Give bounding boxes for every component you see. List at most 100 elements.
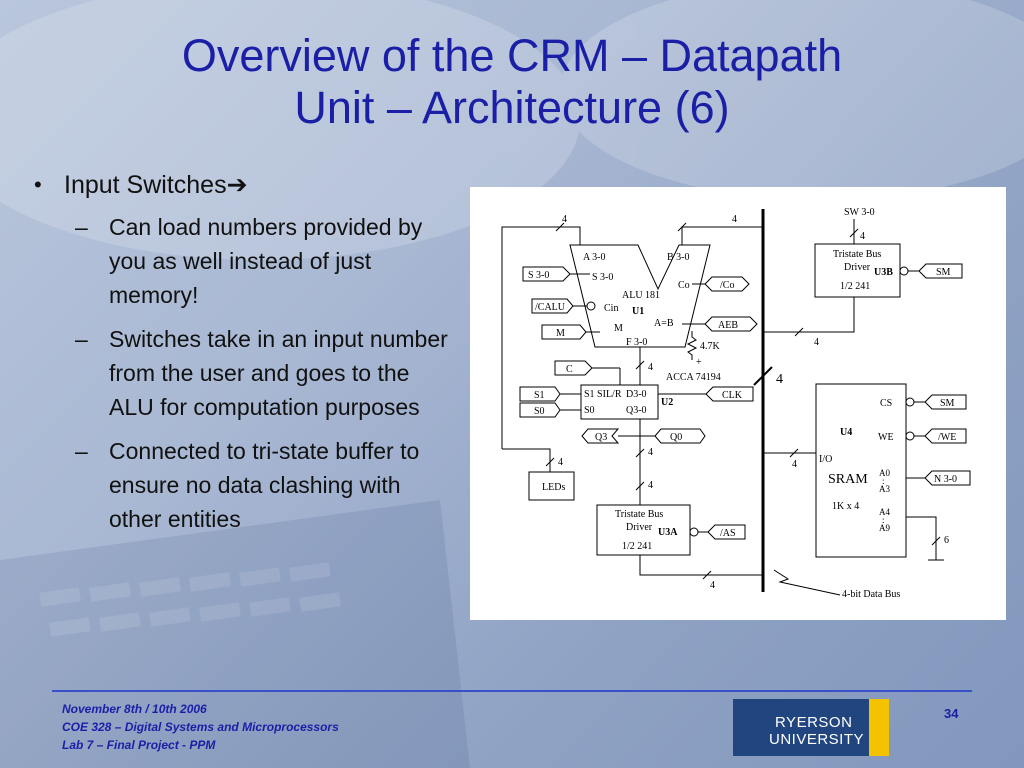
q3-label: Q3 [595, 432, 607, 443]
reg-s1-label: S1 SIL/R [584, 389, 622, 400]
cs-sm-input-box [924, 394, 967, 410]
s1-input-box [519, 386, 561, 402]
sub-bullet-3: – Connected to tri-state buffer to ensur… [75, 434, 458, 536]
sub-bullet-2: – Switches take in an input number from … [75, 322, 458, 424]
right-arrow-icon: ➔ [226, 171, 248, 199]
footer-info: November 8th / 10th 2006 COE 328 – Digit… [62, 700, 339, 754]
u3a-id: U3A [658, 527, 678, 538]
u4-id: U4 [840, 427, 852, 438]
u4-we-label: WE [878, 432, 894, 443]
addr-dots-2: : [882, 515, 885, 525]
sub-bullet-text: Can load numbers provided by you as well… [109, 214, 423, 308]
reg-s0-label: S0 [584, 405, 595, 416]
u3a-part: 1/2 241 [622, 541, 652, 552]
alu-m-label: M [614, 323, 623, 334]
dash: – [75, 326, 88, 352]
alu-cin-label: Cin [604, 303, 618, 314]
bullet-list: • Input Switches ➔ – Can load numbers pr… [28, 170, 458, 536]
reg-d-label: D3-0 [626, 389, 647, 400]
leds-box [528, 471, 575, 501]
footer-divider [52, 690, 972, 692]
sram-u4 [815, 383, 907, 558]
we-input-box [924, 428, 967, 444]
alu-s-label: S 3-0 [592, 272, 613, 283]
u3b-enable-inverter [899, 266, 909, 276]
datapath-diagram: A 3-0 B 3-0 S 3-0 Cin ALU 181 U1 Co M A=… [470, 187, 1006, 620]
resistor-label: 4.7K [700, 341, 721, 352]
c-input-label: C [566, 364, 573, 375]
q0-label: Q0 [670, 432, 682, 443]
n-input-box [924, 470, 971, 486]
width-label: 4 [860, 231, 865, 242]
sw-label: SW 3-0 [844, 207, 875, 218]
cs-inverter [905, 397, 915, 407]
alu-name: ALU 181 [622, 290, 660, 301]
u3a-title: Tristate Bus [615, 509, 663, 520]
bus-label: 4-bit Data Bus [842, 589, 900, 600]
title-line-2: Unit – Architecture (6) [294, 82, 730, 133]
u4-cs-label: CS [880, 398, 892, 409]
cs-sm-label: SM [940, 398, 955, 409]
alu-b-label: B 3-0 [667, 252, 690, 263]
m-input-label: M [556, 328, 565, 339]
clk-input-box [705, 386, 754, 402]
dash: – [75, 438, 88, 464]
dash: – [75, 214, 88, 240]
sub-bullet-text: Switches take in an input number from th… [109, 326, 448, 420]
width-label: 6 [944, 535, 949, 546]
alu-shape [569, 244, 711, 348]
u4-sram-label: SRAM [828, 472, 868, 487]
bullet-input-switches: • Input Switches ➔ [34, 170, 458, 200]
addr-a9: A9 [879, 523, 890, 533]
u3a-enable-inverter [689, 527, 699, 537]
u3b-sm-label: SM [936, 267, 951, 278]
bullet-text: Input Switches [64, 170, 227, 199]
u3a-driver: Driver [626, 522, 653, 533]
s-input-box [522, 266, 571, 282]
slide-title: Overview of the CRM – Datapath Unit – Ar… [40, 30, 984, 134]
u3b-id: U3B [874, 267, 893, 278]
width-label: 4 [814, 337, 819, 348]
footer-lab: Lab 7 – Final Project - PPM [62, 738, 216, 752]
u3b-driver: Driver [844, 262, 871, 273]
width-label: 4 [732, 214, 737, 225]
clk-label: CLK [722, 390, 743, 401]
we-input-label: /WE [938, 432, 956, 443]
reg-id: U2 [661, 397, 673, 408]
leds-label: LEDs [542, 482, 565, 493]
resistor-symbol [686, 331, 698, 360]
addr-dots-1: : [882, 476, 885, 486]
page-number: 34 [944, 706, 959, 721]
calu-input-box [531, 298, 574, 314]
u4-io-label: I/O [819, 454, 832, 465]
m-input-box [541, 324, 587, 340]
alu-co-label: Co [678, 280, 690, 291]
width-label: 4 [710, 580, 715, 591]
cin-inverter [586, 301, 596, 311]
addr-a3: A3 [879, 484, 890, 494]
q3-output-box [581, 428, 620, 444]
alu-aeb-label: A=B [654, 318, 674, 329]
s1-input-label: S1 [534, 390, 545, 401]
s0-input-label: S0 [534, 406, 545, 417]
u3b-sm-input-box [918, 263, 963, 279]
width-label: 4 [648, 362, 653, 373]
u3b-part: 1/2 241 [840, 281, 870, 292]
width-label: 4 [558, 457, 563, 468]
logo-line-1: RYERSON [775, 714, 853, 731]
bullet-dot: • [34, 172, 42, 197]
footer-course: COE 328 – Digital Systems and Microproce… [62, 720, 339, 734]
calu-input-label: /CALU [535, 302, 566, 313]
sub-bullet-text: Connected to tri-state buffer to ensure … [109, 438, 420, 532]
s0-input-box [519, 402, 561, 418]
plus-label: + [696, 357, 702, 368]
logo-line-2: UNIVERSITY [769, 731, 865, 748]
bus-width-label: 4 [776, 372, 783, 387]
width-label: 4 [648, 480, 653, 491]
aeb-output-label: AEB [718, 320, 738, 331]
logo-accent-bar [869, 699, 889, 756]
n-input-label: N 3-0 [934, 474, 957, 485]
as-input-box [707, 524, 746, 540]
width-label: 4 [562, 214, 567, 225]
